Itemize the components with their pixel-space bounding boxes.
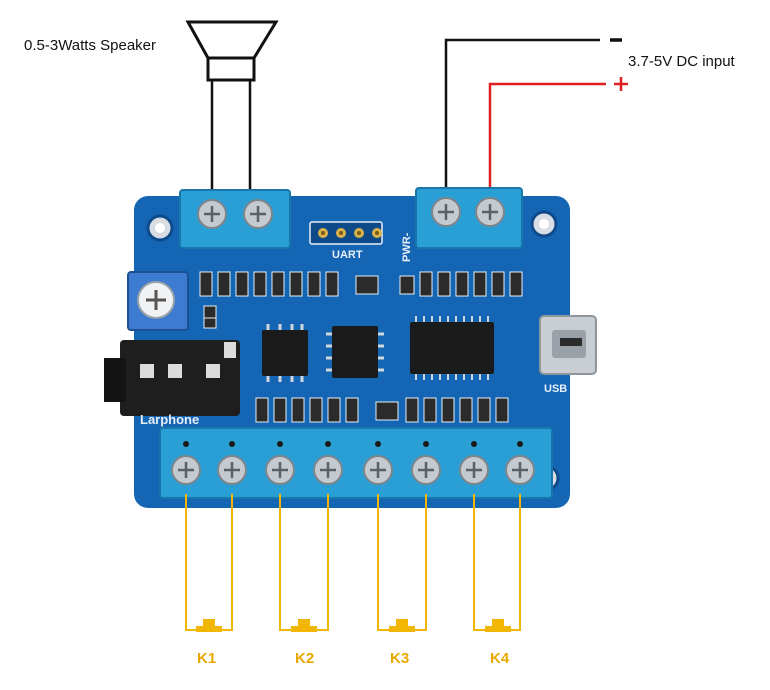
key-1-switch-icon xyxy=(196,619,222,632)
potentiometer-icon xyxy=(127,271,189,331)
earphone-label: Larphone xyxy=(140,412,199,427)
key-3-switch-icon xyxy=(389,619,415,632)
earphone-jack-icon xyxy=(104,340,240,416)
key-1-label: K1 xyxy=(197,650,216,667)
key-2-label: K2 xyxy=(295,650,314,667)
usb-port-icon xyxy=(539,315,597,375)
key-3-label: K3 xyxy=(390,650,409,667)
power-terminal-block xyxy=(415,187,523,249)
key-4-switch-icon xyxy=(485,619,511,632)
smd-components-bottom xyxy=(255,397,509,423)
key-3-wiring xyxy=(377,494,427,631)
pwr-label: PWR- xyxy=(401,232,413,262)
speaker-icon xyxy=(185,20,279,82)
uart-label: UART xyxy=(332,249,363,261)
key-4-label: K4 xyxy=(490,650,510,667)
controller-chip xyxy=(410,316,494,380)
amplifier-chip xyxy=(262,324,308,382)
smd-components-top xyxy=(199,271,523,329)
uart-header xyxy=(309,221,383,245)
speaker-terminal-block xyxy=(179,189,291,249)
negative-wire xyxy=(444,38,600,200)
speaker-label: 0.5-3Watts Speaker xyxy=(24,37,156,54)
positive-wire xyxy=(488,82,606,200)
key-2-wiring xyxy=(279,494,329,631)
dc-input-label: 3.7-5V DC input xyxy=(628,53,736,70)
memory-chip xyxy=(326,326,384,378)
key-4-wiring xyxy=(473,494,521,631)
plus-icon xyxy=(614,77,628,91)
speaker-wires xyxy=(210,80,252,200)
key-terminal-block xyxy=(159,427,553,499)
key-2-switch-icon xyxy=(291,619,317,632)
pcb-board: UART PWR- xyxy=(104,187,597,508)
key-1-wiring xyxy=(185,494,233,631)
usb-label: USB xyxy=(544,383,567,395)
